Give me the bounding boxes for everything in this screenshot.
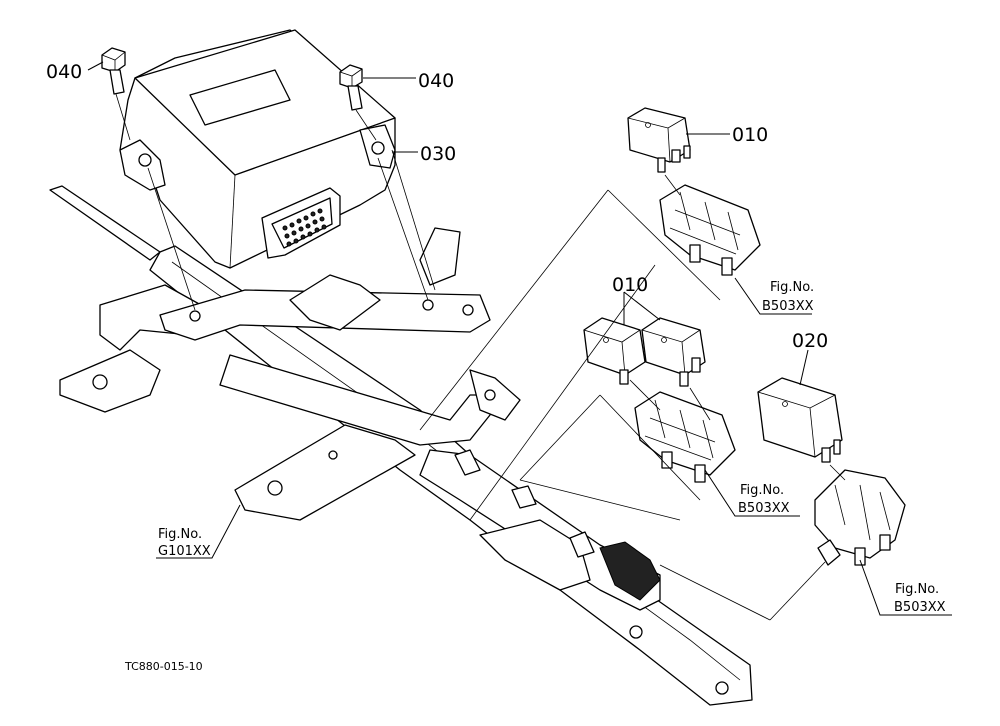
callout-controller: 030 (420, 143, 456, 165)
relay-large (757, 377, 843, 463)
controller-unit (119, 29, 436, 311)
bolt-left (101, 47, 131, 141)
callout-labels: 040 040 030 010 010 020 (46, 61, 828, 352)
figure-references: Fig.No. B503XX Fig.No. B503XX Fig.No. B5… (158, 280, 946, 615)
callout-relay-top: 010 (732, 124, 768, 146)
drawing-code: TC880-015-10 (124, 660, 203, 673)
figref-middle-line2: B503XX (738, 501, 790, 516)
mounting-frame (49, 185, 753, 706)
figref-frame-line1: Fig.No. (158, 527, 202, 542)
callout-bolt-left: 040 (46, 61, 82, 83)
bolt-right (339, 64, 377, 141)
figref-top-line2: B503XX (762, 299, 814, 314)
figref-frame-line2: G101XX (158, 544, 211, 559)
connector-pins (282, 208, 327, 247)
relay-socket-top (659, 184, 761, 276)
figref-top-line1: Fig.No. (770, 280, 814, 295)
figref-right-line1: Fig.No. (895, 582, 939, 597)
relay-pair-left (583, 317, 646, 385)
leader-lines (87, 61, 952, 616)
relay-pair-right (641, 317, 706, 387)
figref-middle-line1: Fig.No. (740, 483, 784, 498)
figref-right-line2: B503XX (894, 600, 946, 615)
callout-relay-pair: 010 (612, 274, 648, 296)
relay-top (627, 107, 691, 173)
callout-bolt-right: 040 (418, 70, 454, 92)
relay-socket-right (814, 469, 906, 566)
relay-socket-middle (634, 391, 736, 483)
callout-relay-large: 020 (792, 330, 828, 352)
